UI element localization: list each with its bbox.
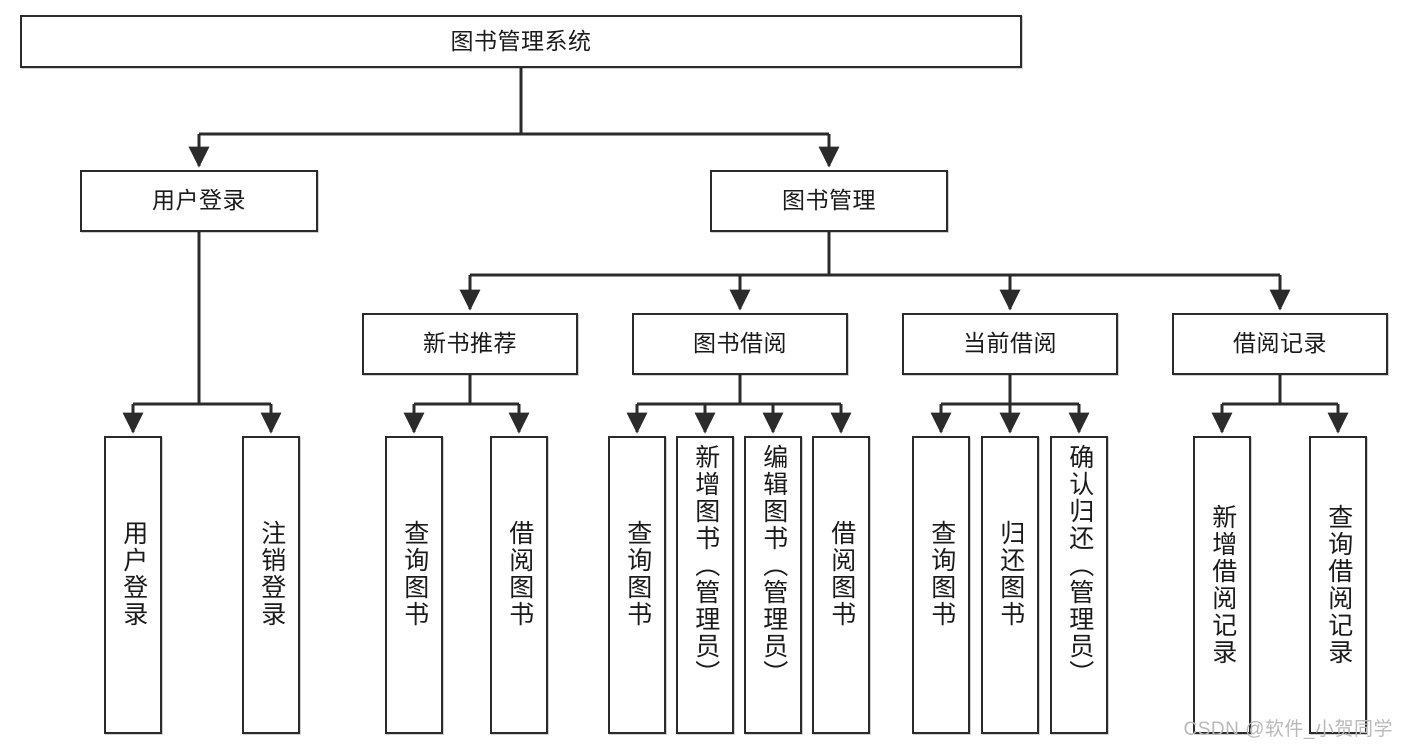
node-leaf-edit-book-label: 编辑图书（管理员） bbox=[759, 444, 788, 687]
node-leaf-query-book-2[interactable]: 查询图书 bbox=[608, 436, 666, 734]
node-leaf-query-record-label: 查询借阅记录 bbox=[1324, 504, 1353, 666]
node-leaf-user-login-label: 用户登录 bbox=[119, 520, 148, 628]
node-borrow-record[interactable]: 借阅记录 bbox=[1172, 313, 1388, 375]
node-leaf-borrow-book-2[interactable]: 借阅图书 bbox=[812, 436, 870, 734]
node-leaf-confirm-return[interactable]: 确认归还（管理员） bbox=[1050, 436, 1108, 734]
node-leaf-add-record[interactable]: 新增借阅记录 bbox=[1193, 436, 1251, 734]
node-leaf-add-record-label: 新增借阅记录 bbox=[1208, 504, 1237, 666]
node-current-borrow[interactable]: 当前借阅 bbox=[902, 313, 1118, 375]
node-book-management[interactable]: 图书管理 bbox=[710, 170, 948, 232]
node-leaf-query-book-2-label: 查询图书 bbox=[623, 520, 652, 628]
node-book-management-label: 图书管理 bbox=[782, 187, 876, 214]
node-root-label: 图书管理系统 bbox=[450, 27, 592, 54]
node-current-borrow-label: 当前借阅 bbox=[963, 330, 1057, 357]
node-borrow-record-label: 借阅记录 bbox=[1233, 330, 1327, 357]
node-book-borrow[interactable]: 图书借阅 bbox=[632, 313, 848, 375]
node-root[interactable]: 图书管理系统 bbox=[20, 15, 1022, 68]
node-leaf-borrow-book-1-label: 借阅图书 bbox=[505, 520, 534, 628]
node-leaf-return-book-label: 归还图书 bbox=[996, 520, 1025, 628]
node-book-borrow-label: 图书借阅 bbox=[693, 330, 787, 357]
node-leaf-confirm-return-label: 确认归还（管理员） bbox=[1065, 444, 1094, 687]
node-leaf-query-book-3-label: 查询图书 bbox=[927, 520, 956, 628]
node-leaf-borrow-book-1[interactable]: 借阅图书 bbox=[490, 436, 548, 734]
node-leaf-query-record[interactable]: 查询借阅记录 bbox=[1309, 436, 1367, 734]
node-new-book-recommend[interactable]: 新书推荐 bbox=[362, 313, 578, 375]
node-user-login[interactable]: 用户登录 bbox=[80, 170, 318, 232]
node-leaf-return-book[interactable]: 归还图书 bbox=[981, 436, 1039, 734]
node-leaf-query-book-3[interactable]: 查询图书 bbox=[912, 436, 970, 734]
node-leaf-add-book[interactable]: 新增图书（管理员） bbox=[676, 436, 734, 734]
node-leaf-user-logout-label: 注销登录 bbox=[257, 520, 286, 628]
watermark-text: CSDN @软件_小贺同学 bbox=[1183, 719, 1393, 740]
node-leaf-query-book-1-label: 查询图书 bbox=[400, 520, 429, 628]
node-leaf-borrow-book-2-label: 借阅图书 bbox=[827, 520, 856, 628]
node-new-book-recommend-label: 新书推荐 bbox=[423, 330, 517, 357]
node-user-login-label: 用户登录 bbox=[152, 187, 246, 214]
node-leaf-user-login[interactable]: 用户登录 bbox=[104, 436, 162, 734]
node-leaf-add-book-label: 新增图书（管理员） bbox=[691, 444, 720, 687]
node-leaf-user-logout[interactable]: 注销登录 bbox=[242, 436, 300, 734]
node-leaf-edit-book[interactable]: 编辑图书（管理员） bbox=[744, 436, 802, 734]
node-leaf-query-book-1[interactable]: 查询图书 bbox=[385, 436, 443, 734]
